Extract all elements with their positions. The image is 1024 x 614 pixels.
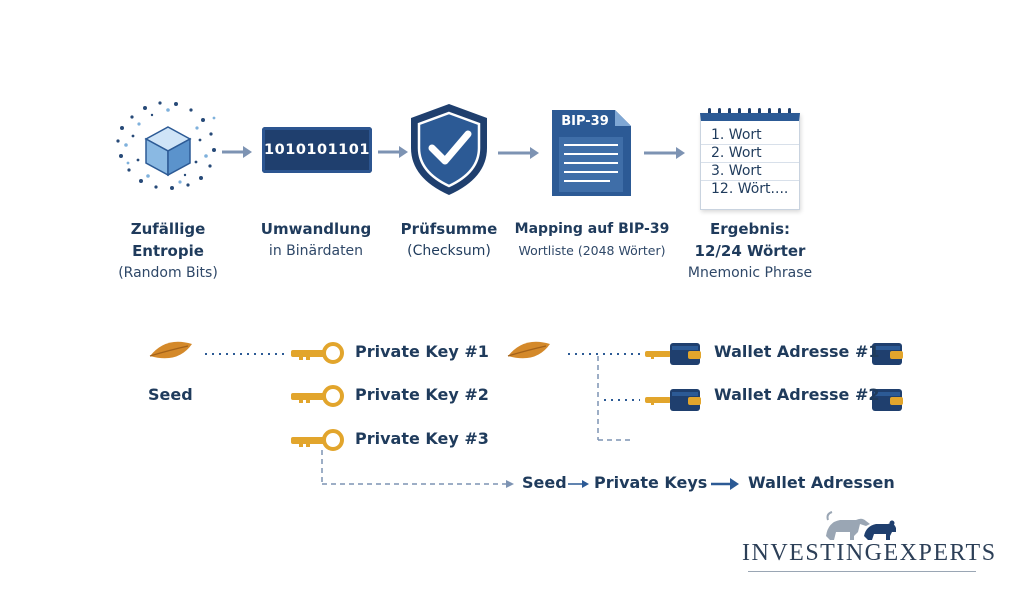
mnemonic-notepad: 1. Wort 2. Wort 3. Wort 12. Wört.... [700,113,800,210]
dashed-connectors [321,356,634,485]
step-checksum-caption: Prüfsumme (Checksum) [400,220,498,259]
mnemonic-word: 2. Wort [701,145,799,163]
bip39-document-icon [552,110,631,196]
mnemonic-word: 12. Wört.... [711,181,789,197]
step-mapping-caption: Mapping auf BIP-39 Wortliste (2048 Wörte… [514,221,670,258]
seed-label: Seed [148,385,193,404]
key-icon [291,429,344,451]
key-icon [291,342,344,364]
brand-logo: INVESTINGEXPERTS [742,540,997,566]
bull-bear-logo-icon [826,511,896,540]
step-result-caption: Ergebnis: 12/24 Wörter Mnemonic Phrase [687,220,813,281]
shield-check-icon [411,104,487,195]
leaf-icon [507,341,550,359]
leaf-icon [149,341,192,359]
step-entropy-caption: Zufällige Entropie (Random Bits) [118,220,218,281]
wallet-icon [872,389,903,411]
binary-data-box: 1010101101 [262,127,372,173]
top-arrows [222,146,685,159]
key-icon [645,351,671,359]
wallet-address-label: Wallet Adresse #1 [714,342,880,361]
key-icon [645,397,671,405]
entropy-cube-icon [116,101,216,190]
mnemonic-word: 3. Wort [701,163,799,181]
step-conversion-caption: Umwandlung in Binärdaten [260,220,372,259]
flow-arrows [568,478,739,490]
private-key-label: Private Key #3 [355,429,489,448]
wallet-icon [872,343,903,365]
private-key-label: Private Key #1 [355,342,489,361]
mnemonic-word: 1. Wort [701,127,799,145]
flow-seed-label: Seed [522,473,567,492]
brand-underline [748,571,976,572]
wallet-address-label: Wallet Adresse #2 [714,385,880,404]
private-key-label: Private Key #2 [355,385,489,404]
bip39-doc-label: BIP-39 [561,114,609,129]
flow-private-keys-label: Private Keys [594,473,708,492]
flow-wallet-addresses-label: Wallet Adressen [748,473,895,492]
key-icon [291,385,344,407]
wallet-icon [670,343,701,365]
dotted-connectors [205,353,640,401]
wallet-icon [670,389,701,411]
